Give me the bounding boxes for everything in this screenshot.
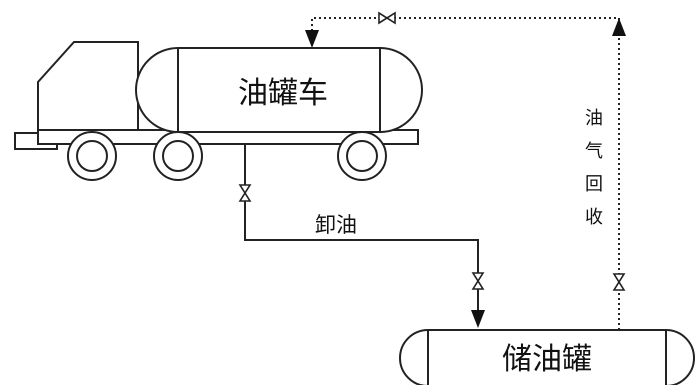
vapor-recovery-line (311, 17, 620, 330)
unloading-valve-lower (471, 272, 485, 290)
storage-tank (399, 329, 695, 385)
unloading-arrow-icon (471, 310, 485, 328)
tanker-truck (14, 41, 423, 181)
vapor-up-arrow-icon (612, 18, 626, 36)
tanker-truck-label: 油罐车 (238, 76, 328, 111)
vapor-recovery-label-char: 油 (585, 108, 603, 129)
vapor-down-arrow-icon (305, 30, 319, 48)
unloading-valve-upper (238, 184, 252, 202)
vapor-valve-right (612, 273, 626, 291)
truck-wheel (67, 131, 117, 181)
truck-wheel (153, 131, 203, 181)
truck-cab (37, 41, 139, 131)
truck-wheel (337, 131, 387, 181)
vapor-recovery-label-char: 回 (585, 174, 603, 195)
vapor-valve-top (378, 11, 396, 25)
vapor-recovery-label-char: 气 (585, 141, 603, 162)
storage-tank-label: 储油罐 (502, 342, 592, 377)
unloading-label: 卸油 (315, 213, 357, 237)
vapor-recovery-label-char: 收 (585, 207, 603, 228)
